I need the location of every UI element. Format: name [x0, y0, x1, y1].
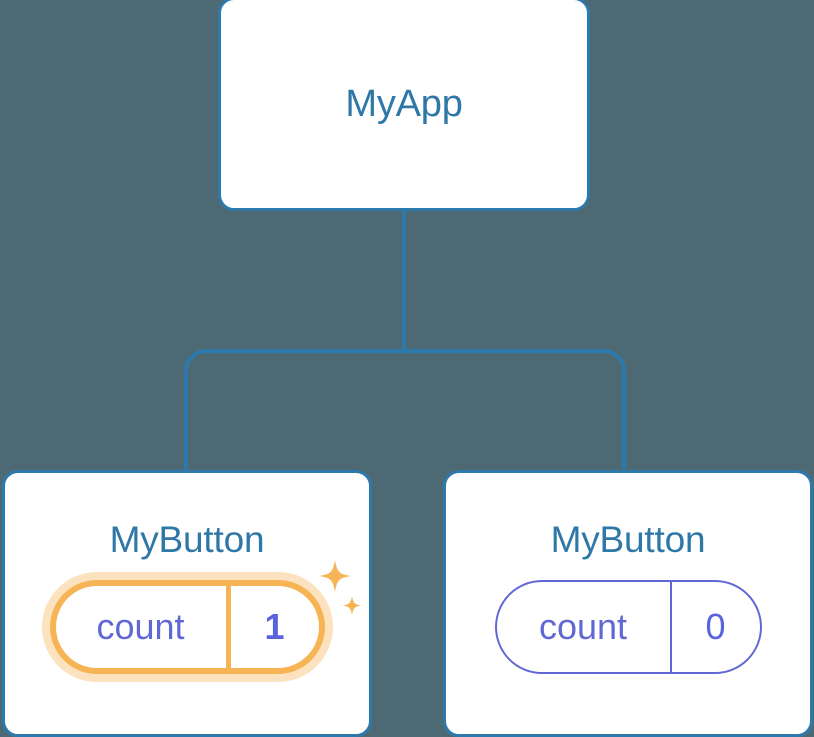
state-key-right: count [497, 582, 672, 672]
state-pill-left[interactable]: count 1 [49, 580, 325, 674]
state-pill-right[interactable]: count 0 [494, 580, 762, 674]
node-mybutton-left[interactable]: MyButton count 1 [2, 470, 372, 737]
state-value-right: 0 [705, 606, 726, 647]
state-value-left: 1 [264, 606, 285, 647]
edge-branch-left [184, 349, 404, 470]
edge-branch-right [404, 349, 626, 470]
state-pill-left-wrap: count 1 [49, 560, 361, 674]
node-mybutton-right[interactable]: MyButton count 0 [443, 470, 813, 737]
node-myapp-title: MyApp [345, 83, 463, 125]
state-pill-right-wrap: count 0 [494, 580, 762, 674]
node-mybutton-right-title: MyButton [550, 519, 706, 560]
node-mybutton-left-title: MyButton [109, 519, 265, 560]
node-myapp[interactable]: MyApp [218, 0, 590, 211]
sparkle-large-icon [318, 560, 351, 592]
sparkle-small-icon [342, 596, 361, 615]
state-key-left: count [56, 586, 231, 668]
